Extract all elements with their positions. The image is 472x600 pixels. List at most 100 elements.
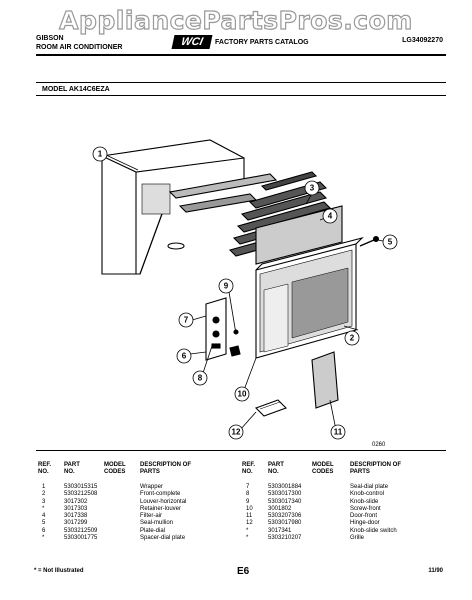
- part-cell: 5303212508: [64, 491, 98, 498]
- front-door: [311, 351, 339, 409]
- description-cell: Knob-slide switch: [350, 527, 397, 534]
- header-catalog-block: WCI FACTORY PARTS CATALOG: [171, 34, 309, 50]
- header-divider: [36, 54, 446, 56]
- description-cell: Plate-dial: [140, 527, 166, 534]
- door-hinge: [255, 399, 287, 417]
- col-header-model-codes: MODEL CODES: [104, 462, 126, 475]
- col-header-part: PART NO.: [64, 462, 80, 475]
- description-cell: Louver-horizontal: [140, 498, 187, 505]
- col-header-ref: REF. NO.: [242, 462, 256, 475]
- part-cell: 5303017340: [268, 498, 302, 505]
- description-cell: Spacer-dial plate: [140, 535, 186, 542]
- watermark: AppliancePartsPros.com: [59, 5, 413, 35]
- col-header-model-codes: MODEL CODES: [312, 462, 334, 475]
- ref-cell: 12: [246, 520, 253, 527]
- ref-cell: 11: [246, 513, 253, 520]
- col-header-description: DESCRIPTION OF PARTS: [140, 462, 192, 475]
- callout-3: 3: [310, 184, 315, 193]
- part-cell: 5303015315: [64, 484, 98, 490]
- ref-cell: 10: [246, 505, 253, 512]
- callout-8: 8: [198, 374, 203, 383]
- description-cell: Knob-control: [350, 491, 385, 498]
- ref-cell: 1: [42, 484, 46, 490]
- callout-10: 10: [238, 390, 247, 399]
- description-cell: Retainer-louver: [140, 505, 182, 512]
- revision-date: 11/90: [428, 568, 443, 574]
- ref-column: 1 2 3 * 4 5 6 *: [42, 484, 45, 542]
- description-cell: Screw-front: [350, 505, 381, 512]
- callout-1: 1: [98, 150, 103, 159]
- ref-cell: 2: [42, 491, 46, 498]
- table-divider: [36, 450, 446, 451]
- description-cell: Front-complete: [140, 491, 181, 498]
- front-panel: [255, 236, 364, 359]
- part-cell: 5303017980: [268, 520, 302, 527]
- ref-cell: 6: [42, 527, 46, 534]
- part-column: 5303015315 5303212508 3017302 3017303 30…: [64, 484, 97, 542]
- model-number: MODEL AK14C6EZA: [42, 86, 110, 93]
- ref-cell: 7: [246, 484, 250, 490]
- description-cell: Knob-slide: [350, 498, 379, 505]
- part-cell: 5303001775: [64, 535, 98, 542]
- wci-logo: WCI: [171, 35, 213, 49]
- model-divider-top: [36, 82, 446, 83]
- ref-cell: *: [42, 535, 45, 542]
- description-column: Seal-dial plate Knob-control Knob-slide …: [350, 484, 430, 542]
- not-illustrated-note: * = Not Illustrated: [34, 568, 84, 574]
- ref-cell: 8: [246, 491, 250, 498]
- brand-name: GIBSON: [36, 35, 64, 42]
- header-brand-block: GIBSON ROOM AIR CONDITIONER: [36, 34, 122, 52]
- ref-cell: *: [42, 505, 45, 512]
- ref-cell: 9: [246, 498, 250, 505]
- ref-cell: 5: [42, 520, 46, 527]
- part-cell: 5303210207: [268, 535, 302, 542]
- description-cell: Grille: [350, 535, 365, 542]
- callout-2: 2: [350, 334, 355, 343]
- description-cell: Seal-mullion: [140, 520, 174, 527]
- description-column: Wrapper Front-complete Louver-horizontal…: [140, 484, 220, 542]
- part-cell: 5303001884: [268, 484, 302, 490]
- ref-cell: 4: [42, 513, 46, 520]
- exploded-parts-diagram: 1 2 3 4 5 6 7 8 9 10 11 12 0260: [92, 139, 398, 448]
- part-cell: 3017302: [64, 498, 88, 505]
- callout-12: 12: [232, 428, 241, 437]
- wrapper-cabinet: [101, 139, 278, 275]
- ref-cell: 3: [42, 498, 46, 505]
- callout-5: 5: [388, 238, 393, 247]
- part-cell: 5303207306: [268, 513, 302, 520]
- description-cell: Seal-dial plate: [350, 484, 389, 490]
- diagram-code: 0260: [372, 442, 386, 448]
- part-column: 5303001884 5303017300 5303017340 3001802…: [268, 484, 301, 542]
- col-header-ref: REF. NO.: [38, 462, 52, 475]
- callout-4: 4: [328, 212, 333, 221]
- callout-11: 11: [334, 428, 343, 437]
- model-divider-bottom: [36, 95, 446, 96]
- part-cell: 3017338: [64, 513, 88, 520]
- catalog-number: LG34092270: [402, 37, 443, 44]
- parts-catalog-page: GIBSON ROOM AIR CONDITIONER WCI FACTORY …: [30, 30, 453, 590]
- part-cell: 3017303: [64, 505, 88, 512]
- col-header-part: PART NO.: [268, 462, 284, 475]
- dial-plate-assembly: [205, 297, 241, 361]
- callout-7: 7: [184, 316, 189, 325]
- air-filter: [255, 205, 343, 265]
- part-cell: 3017341: [268, 527, 292, 534]
- page-number: E6: [237, 566, 250, 577]
- ref-column: 7 8 9 10 11 12 * *: [246, 484, 253, 542]
- part-cell: 5303017300: [268, 491, 302, 498]
- callout-6: 6: [182, 352, 187, 361]
- product-name: ROOM AIR CONDITIONER: [36, 44, 123, 51]
- description-cell: Hinge-door: [350, 520, 380, 527]
- catalog-title: FACTORY PARTS CATALOG: [215, 38, 309, 46]
- part-cell: 3017299: [64, 520, 88, 527]
- description-cell: Wrapper: [140, 484, 163, 490]
- col-header-description: DESCRIPTION OF PARTS: [350, 462, 402, 475]
- description-cell: Filter-air: [140, 513, 162, 520]
- description-cell: Door-front: [350, 513, 378, 520]
- callout-9: 9: [224, 282, 229, 291]
- screw-front: [359, 235, 380, 247]
- ref-cell: *: [246, 535, 249, 542]
- ref-cell: *: [246, 527, 249, 534]
- part-cell: 3001802: [268, 505, 292, 512]
- part-cell: 5303212509: [64, 527, 98, 534]
